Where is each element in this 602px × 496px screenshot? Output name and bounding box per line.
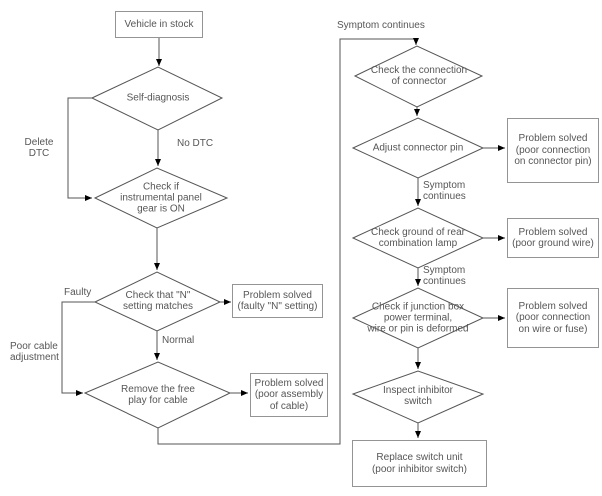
label-delete-dtc: Delete DTC bbox=[24, 137, 54, 159]
edge-symptom-continues-riser bbox=[157, 38, 419, 445]
diamond-panel-gear bbox=[93, 167, 229, 229]
node-replace-switch-unit: Replace switch unit (poor inhibitor swit… bbox=[352, 440, 487, 487]
diamond-inspect-inhibitor bbox=[351, 370, 485, 424]
label-no-dtc: No DTC bbox=[177, 138, 214, 149]
label-normal: Normal bbox=[162, 335, 195, 346]
label-poor-cable-adjustment: Poor cable adjustment bbox=[10, 341, 59, 363]
label-symptom-continues-1: Symptom continues bbox=[423, 180, 466, 202]
diamond-check-junction bbox=[351, 287, 485, 349]
diamond-n-setting bbox=[93, 271, 222, 332]
node-solved-connector-pin: Problem solved (poor connection on conne… bbox=[507, 118, 599, 183]
diamond-free-play bbox=[83, 361, 232, 429]
diamond-self-diagnosis bbox=[90, 66, 224, 131]
node-solved-n-setting: Problem solved (faulty "N" setting) bbox=[232, 284, 323, 318]
edge-faulty-poor-cable bbox=[61, 301, 95, 396]
diamond-check-ground bbox=[351, 207, 485, 269]
node-vehicle-in-stock: Vehicle in stock bbox=[115, 11, 203, 38]
node-solved-wire-fuse: Problem solved (poor connection on wire … bbox=[507, 288, 599, 348]
label-symptom-continues-top: Symptom continues bbox=[337, 20, 425, 31]
node-solved-cable: Problem solved (poor assembly of cable) bbox=[250, 373, 328, 417]
diamond-check-connector bbox=[353, 45, 484, 108]
node-solved-ground-wire: Problem solved (poor ground wire) bbox=[507, 218, 599, 258]
label-symptom-continues-2: Symptom continues bbox=[423, 265, 466, 287]
label-faulty: Faulty bbox=[64, 287, 92, 298]
edge-delete-dtc bbox=[67, 97, 92, 201]
diamond-adjust-pin bbox=[351, 117, 485, 179]
